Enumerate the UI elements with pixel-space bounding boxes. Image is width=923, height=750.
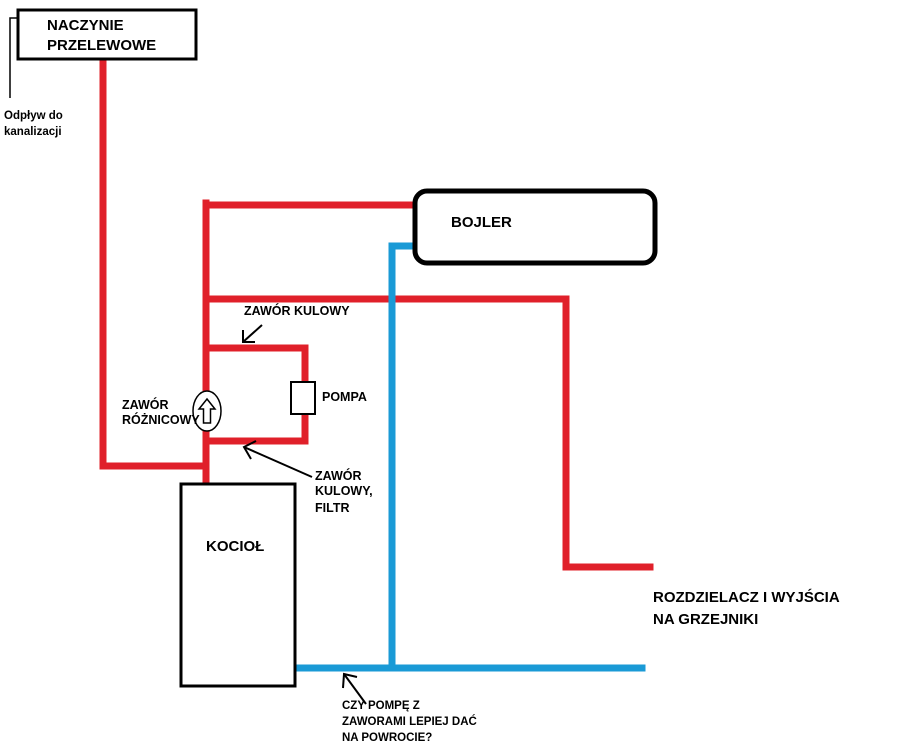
pump-label: POMPA: [322, 390, 367, 404]
expansion-tank-label-2: PRZELEWOWE: [47, 37, 156, 54]
pipe-to-manifold: [202, 295, 654, 571]
ball-valve-filter-annotation: ZAWÓR KULOWY, FILTR: [242, 440, 373, 515]
question-label-2: ZAWORAMI LEPIEJ DAĆ: [342, 715, 477, 728]
question-label-3: NA POWROCIE?: [342, 732, 432, 744]
expansion-tank: NACZYNIE PRZELEWOWE: [16, 8, 198, 61]
drain-label-2: kanalizacji: [4, 126, 62, 138]
differential-valve-label-2: RÓŻNICOWY: [122, 412, 200, 427]
ball-valve-top-annotation: ZAWÓR KULOWY: [242, 303, 350, 343]
expansion-tank-label-1: NACZYNIE: [47, 17, 124, 34]
differential-valve-label-1: ZAWÓR: [122, 397, 169, 412]
furnace: KOCIOŁ: [179, 482, 297, 688]
boiler-tank: BOJLER: [412, 188, 658, 266]
ball-valve-filter-label-1: ZAWÓR: [315, 468, 362, 483]
up-arrow-in-ellipse-icon: [192, 390, 222, 432]
drain-label-1: Odpływ do: [4, 110, 63, 122]
differential-valve: ZAWÓR RÓŻNICOWY: [122, 390, 222, 432]
arrow-pointer-icon: [242, 440, 313, 478]
manifold-label-1: ROZDZIELACZ I WYJŚCIA: [653, 588, 840, 606]
question-label-1: CZY POMPĘ Z: [342, 700, 420, 712]
pump-symbol: [290, 381, 316, 415]
boiler-tank-label: BOJLER: [451, 214, 512, 231]
pump: POMPA: [290, 381, 367, 415]
pipe-to-expansion-tank: [99, 56, 210, 470]
arrow-pointer-icon: [342, 672, 367, 705]
manifold-label-2: NA GRZEJNIKI: [653, 611, 758, 628]
question-annotation: CZY POMPĘ Z ZAWORAMI LEPIEJ DAĆ NA POWRO…: [342, 672, 477, 744]
arrow-pointer-icon: [242, 324, 263, 343]
drain-line: [9, 17, 18, 98]
pipe-return-from-boiler-tank: [388, 242, 419, 672]
furnace-label: KOCIOŁ: [206, 538, 264, 555]
return-pipes: [293, 242, 646, 672]
ball-valve-filter-label-2: KULOWY,: [315, 484, 373, 498]
ball-valve-top-label: ZAWÓR KULOWY: [244, 303, 350, 318]
ball-valve-filter-label-3: FILTR: [315, 501, 349, 515]
